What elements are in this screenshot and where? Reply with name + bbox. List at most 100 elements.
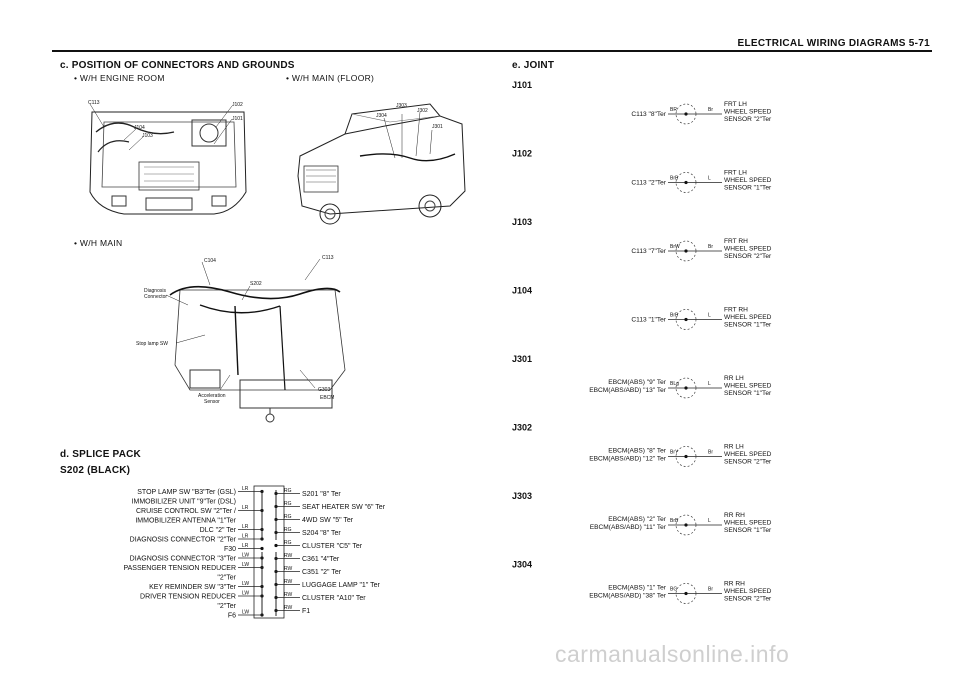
header-rule	[52, 50, 932, 52]
joint-color-out: Br	[708, 587, 713, 593]
joint-circle	[675, 446, 697, 467]
splice-right-label: SEAT HEATER SW "6" Ter	[302, 504, 386, 511]
joint-color-out: Br	[708, 107, 713, 113]
splice-left-label: F6	[228, 613, 236, 620]
main-label-c113: C113	[322, 255, 334, 261]
splice-right-color: RG	[284, 514, 292, 520]
joint-node	[684, 180, 688, 185]
joint-dest-label: RR RH	[724, 581, 745, 588]
main-label-ebcm: EBCM	[320, 395, 334, 401]
joint-circle	[675, 309, 697, 330]
splice-left-label: F30	[224, 546, 236, 553]
splice-right-color: RW	[284, 592, 293, 598]
joint-source-label: EBCM(ABS) "8" Ter	[608, 448, 666, 455]
joint-id: J304	[512, 560, 532, 570]
page-header-title: ELECTRICAL WIRING DIAGRAMS 5-71	[737, 38, 930, 49]
main-caption: • W/H MAIN	[74, 238, 123, 248]
joint-id: J301	[512, 354, 532, 364]
joint-source-label: EBCM(ABS) "2" Ter	[608, 516, 666, 523]
main-label-g303: G303	[318, 387, 330, 393]
splice-left-label: "2"Ter	[217, 575, 236, 582]
splice-right-label: CLUSTER "C5" Ter	[302, 543, 363, 550]
splice-left-color: LW	[242, 591, 249, 597]
joint-color-out: L	[708, 381, 711, 387]
joint-color-in: BrB	[670, 313, 679, 319]
splice-right-label: LUGGAGE LAMP "1" Ter	[302, 582, 381, 589]
joint-color-out: L	[708, 176, 711, 182]
engine-label-j102: J102	[232, 102, 243, 108]
splice-left-color: LW	[242, 562, 249, 568]
main-label-acceleration: Acceleration	[198, 393, 226, 399]
joint-color-out: L	[708, 518, 711, 524]
joint-circle	[675, 172, 697, 193]
joint-id: J303	[512, 491, 532, 501]
splice-left-color: LW	[242, 610, 249, 616]
splice-left-color: LR	[242, 543, 249, 549]
joint-source-label: EBCM(ABS/ABD) "12" Ter	[589, 456, 667, 463]
section-c-title: c. POSITION OF CONNECTORS AND GROUNDS	[60, 60, 295, 71]
joint-source-label: EBCM(ABS) "9" Ter	[608, 379, 666, 386]
joint-node	[684, 454, 688, 459]
joint-color-in: BrB	[670, 176, 679, 182]
watermark: carmanualsonline.info	[555, 641, 790, 667]
splice-left-node	[260, 546, 264, 551]
main-label-stop-lamp: Stop lamp SW	[136, 341, 168, 347]
splice-left-color: LR	[242, 505, 249, 511]
engine-room-illustration: C113 J102 J101 J104 J103	[88, 100, 247, 215]
joint-circle	[675, 240, 697, 262]
section-e-title: e. JOINT	[512, 60, 555, 71]
joint-dest-label: FRT RH	[724, 307, 748, 314]
joint-dest-label: SENSOR "2"Ter	[724, 596, 772, 603]
joint-node	[684, 317, 688, 322]
splice-pack-diagram: STOP LAMP SW "B3"Ter (GSL)LRIMMOBILIZER …	[123, 485, 386, 620]
joint-source-label: C113 "2"Ter	[631, 180, 666, 187]
joint-color-in: BG	[670, 587, 677, 593]
joint-dest-label: WHEEL SPEED	[724, 314, 772, 321]
joint-circle	[675, 103, 697, 125]
main-label-sensor: Sensor	[204, 399, 220, 405]
joint-source-label: C113 "7"Ter	[631, 248, 666, 255]
floor-caption: • W/H MAIN (FLOOR)	[286, 73, 375, 83]
joint-dest-label: RR RH	[724, 512, 745, 519]
joint-dest-label: WHEEL SPEED	[724, 246, 772, 253]
splice-left-label: DIAGNOSIS CONNECTOR "2"Ter	[130, 537, 237, 544]
splice-right-label: 4WD SW "5" Ter	[302, 517, 354, 524]
splice-right-color: RW	[284, 553, 293, 559]
joint-dest-label: FRT LH	[724, 170, 747, 177]
splice-right-label: F1	[302, 608, 310, 615]
joint-color-out: Br	[708, 450, 713, 456]
joint-dest-label: WHEEL SPEED	[724, 177, 772, 184]
main-label-diagnosis: Diagnosis	[144, 288, 166, 294]
joint-dest-label: SENSOR "1"Ter	[724, 322, 772, 329]
engine-label-j104: J104	[134, 125, 145, 131]
joint-circle	[675, 514, 697, 536]
splice-box	[253, 485, 285, 619]
splice-left-label: DRIVER TENSION REDUCER	[140, 594, 236, 601]
joint-dest-label: SENSOR "2"Ter	[724, 116, 772, 123]
engine-label-j101: J101	[232, 116, 243, 122]
joint-id: J101	[512, 80, 532, 90]
joint-color-out: Br	[708, 244, 713, 250]
joint-dest-label: WHEEL SPEED	[724, 109, 772, 116]
floor-label-j302: J302	[417, 108, 428, 114]
joint-source-label: EBCM(ABS/ABD) "38" Ter	[589, 593, 667, 600]
joint-color-in: BrW	[670, 244, 680, 250]
splice-left-color: LW	[242, 553, 249, 559]
splice-right-label: C361 "4"Ter	[302, 556, 340, 563]
joint-dest-label: RR LH	[724, 444, 744, 451]
splice-left-label: DIAGNOSIS CONNECTOR "3"Ter	[130, 556, 237, 563]
joint-dest-label: FRT RH	[724, 238, 748, 245]
joint-dest-label: WHEEL SPEED	[724, 451, 772, 458]
splice-right-color: RG	[284, 527, 292, 533]
joint-dest-label: SENSOR "2"Ter	[724, 459, 772, 466]
main-harness-illustration: C104 C113 S202 Diagnosis Connector Stop …	[136, 255, 346, 423]
floor-label-j301: J301	[432, 124, 443, 130]
joint-dest-label: SENSOR "1"Ter	[724, 527, 772, 534]
splice-right-color: RG	[284, 488, 292, 494]
splice-left-label: "2"Ter	[217, 603, 236, 610]
joint-color-in: BLg	[670, 381, 679, 387]
joint-dest-label: SENSOR "1"Ter	[724, 185, 772, 192]
section-d-title: d. SPLICE PACK	[60, 449, 141, 460]
joint-source-label: C113 "1"Ter	[631, 317, 666, 324]
splice-right-label: S204 "8" Ter	[302, 530, 341, 537]
